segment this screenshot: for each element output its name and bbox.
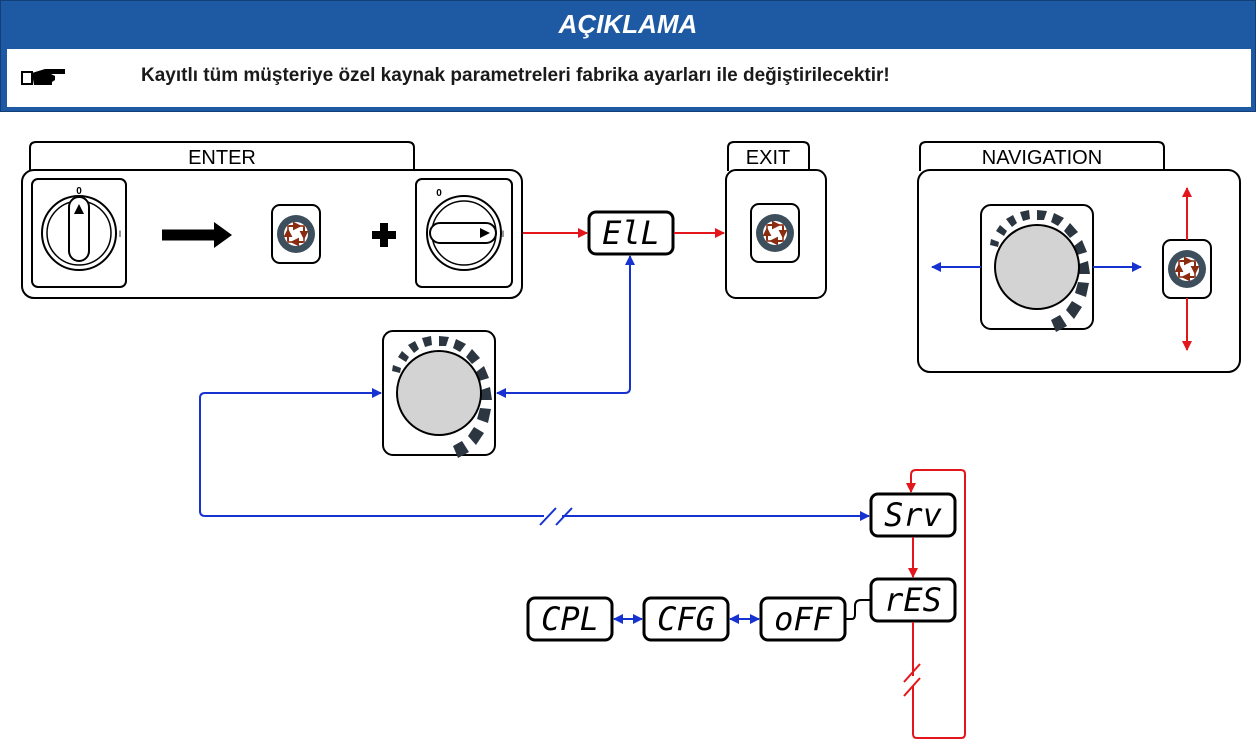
navigation-dial-icon xyxy=(980,204,1094,333)
main-switch-on-icon: 0 I xyxy=(415,178,513,288)
display-elt-text: ElL xyxy=(602,214,660,252)
navigation-push-button-icon xyxy=(1163,240,1211,298)
pointing-hand-icon xyxy=(21,69,65,85)
display-res-text: rES xyxy=(884,581,942,619)
dial-to-display-arrow xyxy=(496,255,635,398)
switch-on-mark-2: I xyxy=(502,229,505,239)
switch-on-mark: I xyxy=(119,229,122,239)
push-button-icon xyxy=(272,205,320,263)
display-res: rES xyxy=(869,577,957,623)
banner-title: AÇIKLAMA xyxy=(558,9,698,39)
display-cpl-text: CPL xyxy=(541,600,599,638)
selection-dial-icon xyxy=(382,330,496,459)
navigation-panel: NAVIGATION xyxy=(917,141,1241,373)
main-switch-off-icon: 0 I xyxy=(31,178,127,288)
display-off: oFF xyxy=(759,596,847,642)
display-cfg: CFG xyxy=(642,596,730,642)
display-srv: Srv xyxy=(869,492,957,538)
display-srv-text: Srv xyxy=(884,496,942,534)
res-loop-arrow xyxy=(906,469,966,739)
exit-panel: EXIT xyxy=(725,141,827,299)
display-cpl: CPL xyxy=(526,596,614,642)
plus-icon xyxy=(372,223,396,247)
switch-off-mark-2: 0 xyxy=(436,188,442,199)
enter-panel: ENTER 0 I 0 I xyxy=(21,141,523,299)
display-off-text: oFF xyxy=(774,600,833,638)
banner-body: Kayıtlı tüm müşteriye özel kaynak parame… xyxy=(7,49,1251,107)
notice-text: Kayıtlı tüm müşteriye özel kaynak parame… xyxy=(141,65,890,86)
exit-label: EXIT xyxy=(746,147,790,169)
enter-label: ENTER xyxy=(188,147,256,169)
display-elt: ElL xyxy=(587,210,675,256)
exit-push-button-icon xyxy=(751,204,799,262)
info-banner: AÇIKLAMA Kayıtlı tüm müşteriye özel kayn… xyxy=(0,0,1256,112)
switch-off-mark: 0 xyxy=(76,186,82,197)
display-cfg-text: CFG xyxy=(657,600,715,638)
navigation-label: NAVIGATION xyxy=(982,147,1102,169)
